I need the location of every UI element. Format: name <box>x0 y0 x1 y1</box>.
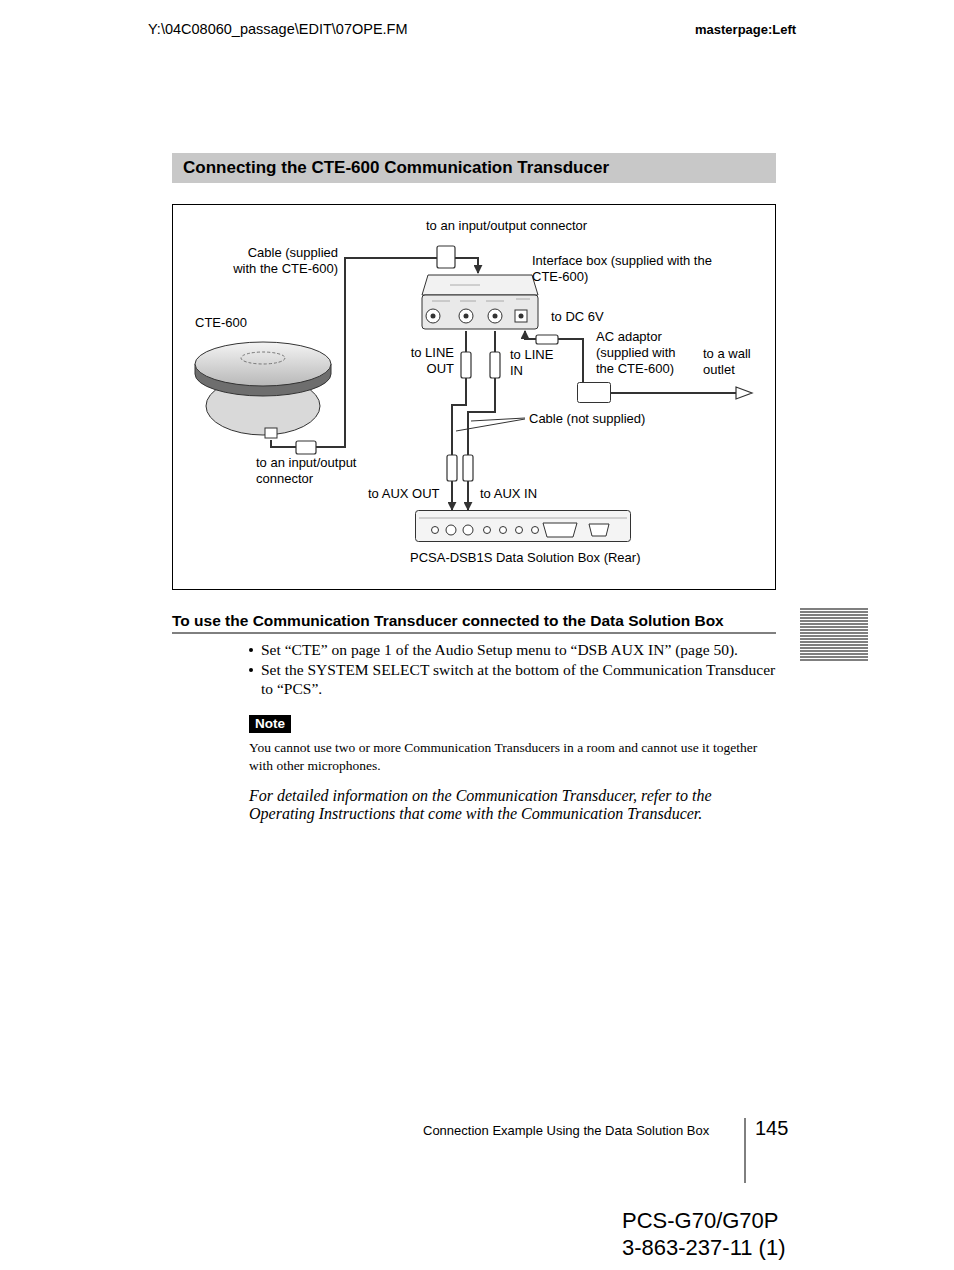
reference-text: For detailed information on the Communic… <box>249 787 769 823</box>
ac-adaptor-drawing <box>577 382 611 403</box>
note-badge: Note <box>249 715 291 733</box>
port-label: to LINE IN <box>510 347 560 379</box>
data-solution-box: PCSA-DSB1S Data Solution Box (Rear) <box>415 510 631 542</box>
footer-section: Connection Example Using the Data Soluti… <box>423 1123 709 1139</box>
part-number: 3-863-237-11 (1) <box>622 1235 785 1261</box>
data-solution-box-drawing <box>415 510 631 542</box>
bullet-dot <box>249 648 253 652</box>
footer-divider <box>745 1118 746 1183</box>
port-label: to DC 6V <box>551 309 604 325</box>
interface-box-drawing <box>420 273 540 331</box>
wall-cord <box>611 387 752 399</box>
port-label: to AUX OUT <box>368 486 440 502</box>
part-label: AC adaptor (supplied with the CTE-600) <box>596 329 688 377</box>
part-label: Interface box (supplied with the CTE-600… <box>532 253 722 285</box>
master-page: masterpage:Left <box>695 22 796 38</box>
note-text: You cannot use two or more Communication… <box>249 739 777 775</box>
part-label: CTE-600 <box>195 315 247 331</box>
ac-adaptor: AC adaptor (supplied with the CTE-600) <box>577 382 611 403</box>
page-number: 145 <box>755 1116 788 1140</box>
microphone-unit: CTE-600 <box>193 340 333 440</box>
port-label: to a wall outlet <box>703 346 765 378</box>
interface-box: Interface box (supplied with the CTE-600… <box>420 273 540 331</box>
port-label: to LINE OUT <box>402 345 454 377</box>
port-label: to an input/output connector <box>256 455 374 487</box>
heading-rule <box>172 633 776 634</box>
section-heading: Connecting the CTE-600 Communication Tra… <box>183 158 609 178</box>
bullet-dot <box>249 668 253 672</box>
cable-label: Cable (supplied with the CTE-600) <box>226 245 338 277</box>
port-label: to an input/output connector <box>426 218 587 234</box>
port-label: to AUX IN <box>480 486 537 502</box>
bullet-text: Set the SYSTEM SELECT switch at the bott… <box>261 660 786 698</box>
thumb-index <box>800 609 868 660</box>
leader-line <box>456 418 525 431</box>
microphone-unit-drawing <box>193 340 333 440</box>
bullet-text: Set “CTE” on page 1 of the Audio Setup m… <box>261 640 791 659</box>
model-name: PCS-G70/G70P <box>622 1208 779 1234</box>
figure-frame <box>173 205 776 590</box>
note-label: Note <box>255 716 285 732</box>
cable-label: Cable (not supplied) <box>529 411 645 427</box>
sub-heading: To use the Communication Transducer conn… <box>172 613 724 629</box>
part-label: PCSA-DSB1S Data Solution Box (Rear) <box>410 550 640 566</box>
heading-band <box>172 153 776 183</box>
file-path: Y:\04C08060_passage\EDIT\07OPE.FM <box>148 21 408 37</box>
